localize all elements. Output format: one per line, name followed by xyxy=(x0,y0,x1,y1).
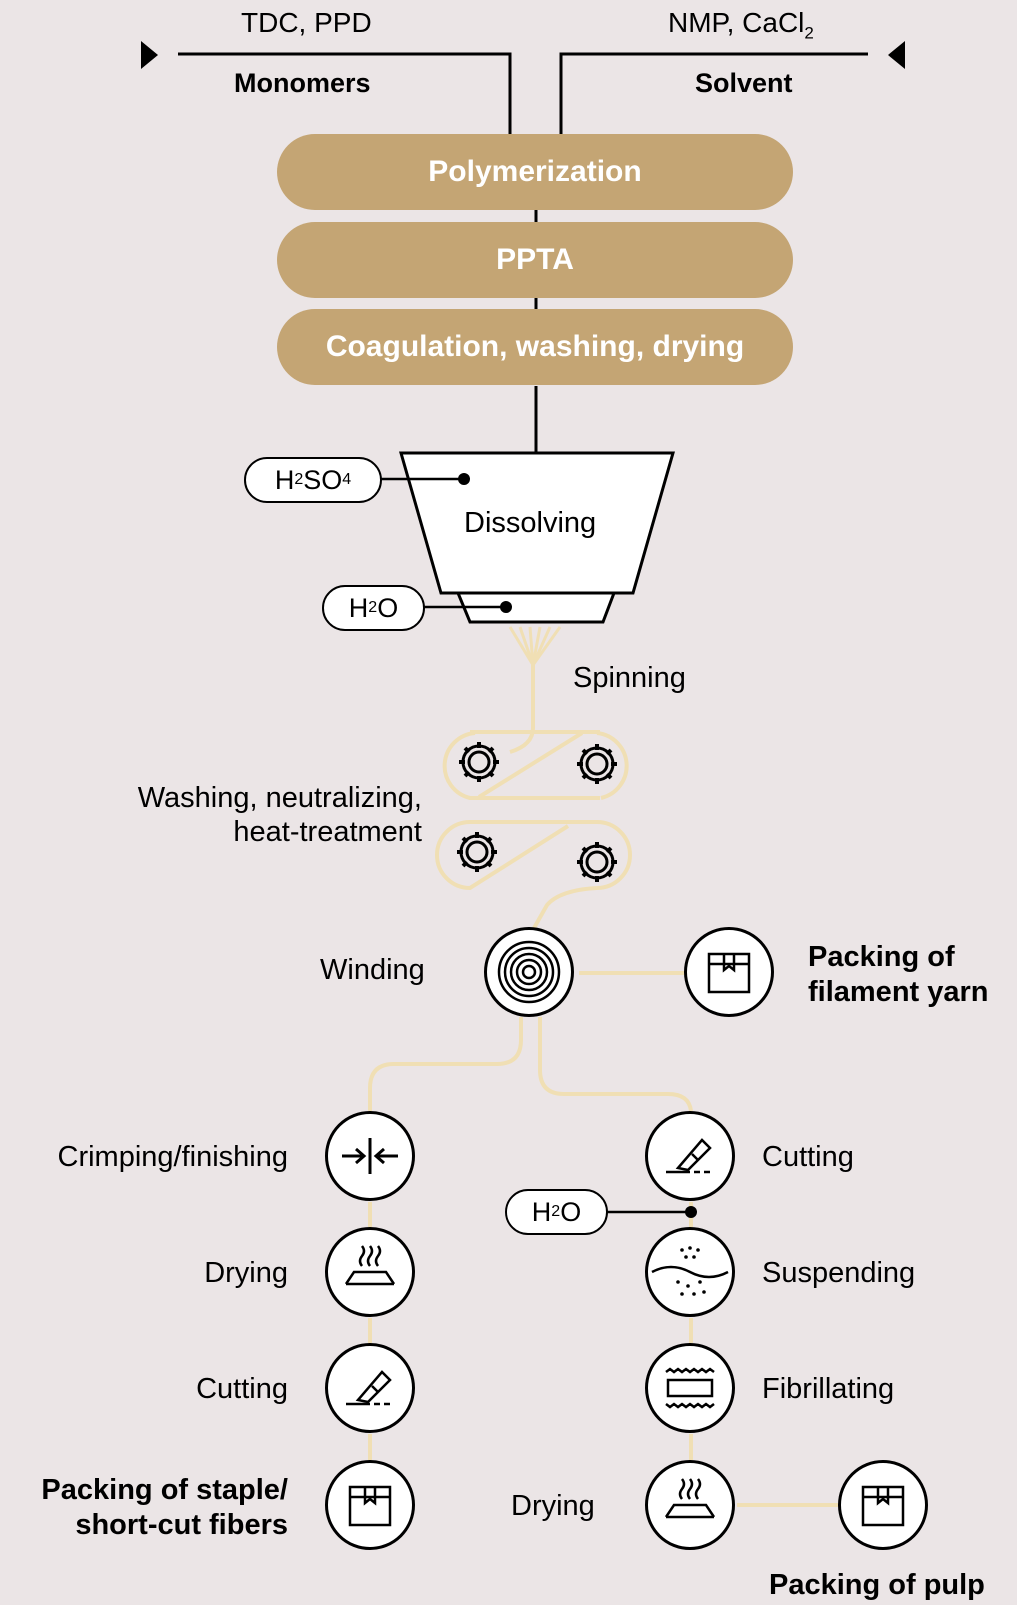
fibrillating-node xyxy=(645,1343,735,1433)
drying-right-node xyxy=(645,1460,735,1550)
suspending-node xyxy=(645,1227,735,1317)
coagulation-stage: Coagulation, washing, drying xyxy=(277,309,793,385)
winding-label: Winding xyxy=(320,954,425,986)
crimping-node xyxy=(325,1111,415,1201)
drying-left-node xyxy=(325,1227,415,1317)
solvent-label: Solvent xyxy=(695,68,793,98)
cutting-left-node xyxy=(325,1343,415,1433)
packing-staple-line1: Packing of staple/ xyxy=(41,1474,288,1506)
drying-right-label: Drying xyxy=(511,1490,595,1522)
gear-icon xyxy=(457,832,497,872)
crimping-label: Crimping/finishing xyxy=(57,1141,289,1173)
monomers-pipe xyxy=(178,52,512,134)
gear-icon xyxy=(577,744,617,784)
suspension-icon xyxy=(651,1246,729,1296)
dissolving-label: Dissolving xyxy=(464,507,597,539)
packing-pulp-node xyxy=(838,1460,928,1550)
packing-staple-line2: short-cut fibers xyxy=(75,1509,288,1541)
gear-icon xyxy=(459,742,499,782)
monomers-arrow-icon xyxy=(141,41,158,69)
dissolving-hopper xyxy=(399,451,675,595)
box-icon xyxy=(348,1485,392,1527)
heat-tray-icon xyxy=(664,1478,716,1519)
monomers-formula: TDC, PPD xyxy=(241,7,372,38)
spinning-fan xyxy=(508,626,562,666)
fibrillating-icon xyxy=(665,1367,715,1409)
solvent-formula: NMP, CaCl2 xyxy=(668,7,814,43)
drying-left-label: Drying xyxy=(204,1257,288,1289)
fibrillating-label: Fibrillating xyxy=(762,1373,895,1405)
washing-label-line2: heat-treatment xyxy=(233,816,422,848)
polymerization-stage: Polymerization xyxy=(277,134,793,210)
spinneret xyxy=(455,591,617,624)
spinning-label: Spinning xyxy=(573,662,686,694)
spool-icon xyxy=(497,940,561,1004)
solvent-arrow-icon xyxy=(888,41,905,69)
packing-pulp-label: Packing of pulp xyxy=(769,1569,985,1601)
cutter-icon xyxy=(666,1138,712,1174)
cutting-right-label: Cutting xyxy=(762,1141,854,1173)
winding-node xyxy=(484,927,574,1017)
crimp-arrows-icon xyxy=(342,1138,398,1174)
cutter-icon xyxy=(346,1370,392,1406)
washing-label-line1: Washing, neutralizing, xyxy=(137,782,422,814)
gear-icon xyxy=(577,842,617,882)
packing-filament-line2: filament yarn xyxy=(808,976,989,1008)
packing-filament-node xyxy=(684,927,774,1017)
cutting-right-node xyxy=(645,1111,735,1201)
box-icon xyxy=(861,1485,905,1527)
cutting-left-label: Cutting xyxy=(196,1373,288,1405)
suspending-label: Suspending xyxy=(762,1257,916,1289)
packing-filament-line1: Packing of xyxy=(808,941,955,973)
solvent-pipe xyxy=(559,52,868,134)
box-icon xyxy=(707,952,751,994)
heat-tray-icon xyxy=(344,1245,396,1286)
ppta-stage: PPTA xyxy=(277,222,793,298)
monomers-label: Monomers xyxy=(234,68,371,98)
packing-staple-node xyxy=(325,1460,415,1550)
